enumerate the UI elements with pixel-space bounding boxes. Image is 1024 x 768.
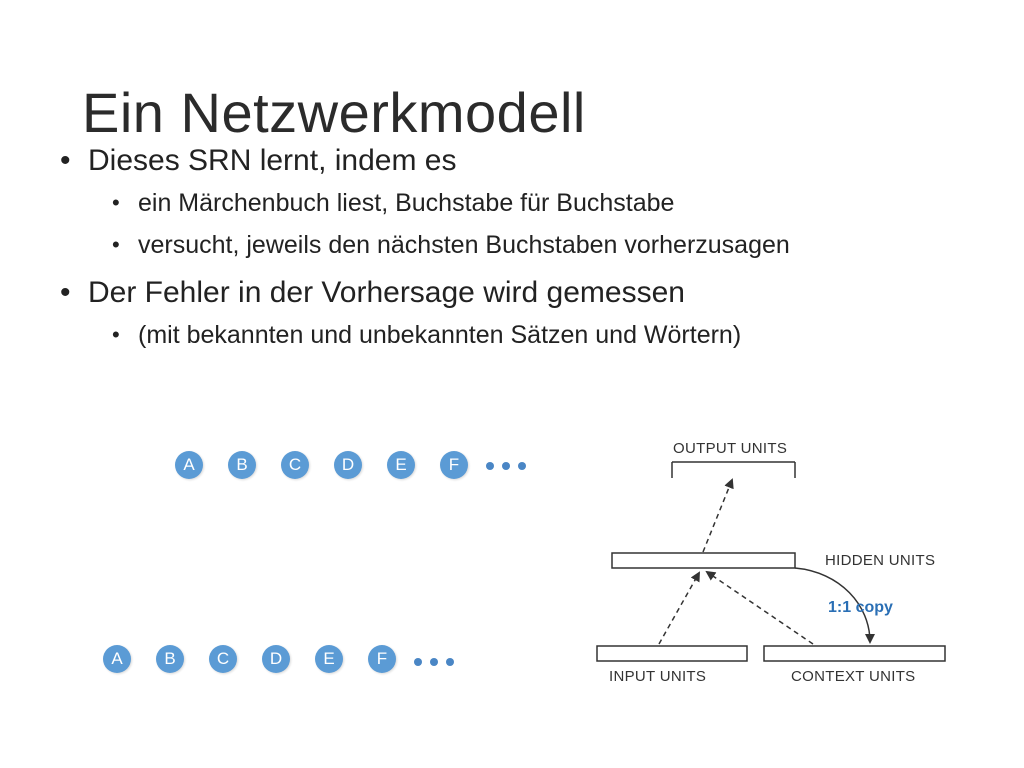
letter-circle: E — [387, 451, 415, 479]
hidden-to-output-arrow — [702, 478, 734, 553]
context-units-layer — [763, 645, 946, 662]
letter-circle: A — [103, 645, 131, 673]
copy-curved-arrow — [794, 567, 875, 644]
letter-circle: F — [440, 451, 468, 479]
letter-circle: E — [315, 645, 343, 673]
srn-network-diagram — [596, 461, 946, 662]
letter-circle: F — [368, 645, 396, 673]
output-units-layer — [671, 461, 796, 478]
letter-circle: B — [228, 451, 256, 479]
context-to-hidden-arrow — [705, 570, 814, 645]
slide-title: Ein Netzwerkmodell — [82, 81, 586, 144]
input-units-label: INPUT UNITS — [609, 668, 707, 685]
letter-circle: B — [156, 645, 184, 673]
context-units-label: CONTEXT UNITS — [791, 668, 916, 685]
input-to-hidden-arrow — [658, 571, 700, 645]
output-units-label: OUTPUT UNITS — [673, 440, 788, 457]
input-units-layer — [596, 645, 748, 662]
letter-circle: D — [334, 451, 362, 479]
sub-bullet-predicts-letter: versucht, jeweils den nächsten Buchstabe… — [112, 224, 998, 266]
letter-circle: D — [262, 645, 290, 673]
sub-bullet-reads-book: ein Märchenbuch liest, Buchstabe für Buc… — [112, 182, 998, 224]
letter-circle: C — [281, 451, 309, 479]
hidden-units-layer — [611, 552, 796, 569]
bullet-list: Dieses SRN lernt, indem es ein Märchenbu… — [58, 140, 998, 356]
bullet-srn-learns: Dieses SRN lernt, indem es — [58, 140, 998, 182]
hidden-units-label: HIDDEN UNITS — [825, 552, 936, 569]
bullet-error-measured: Der Fehler in der Vorhersage wird gemess… — [58, 272, 998, 314]
letter-circle: C — [209, 645, 237, 673]
letter-circle: A — [175, 451, 203, 479]
copy-label: 1:1 copy — [828, 599, 893, 616]
sub-bullet-known-unknown: (mit bekannten und unbekannten Sätzen un… — [112, 314, 998, 356]
